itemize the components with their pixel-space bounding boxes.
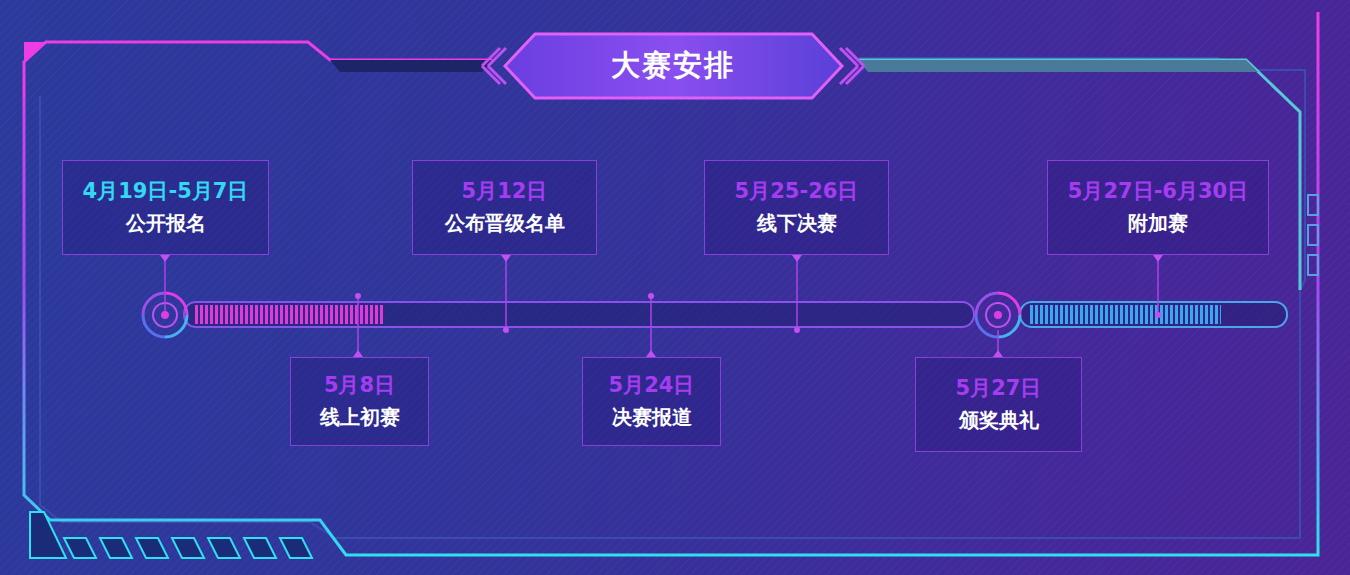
date-label: 5月25-26日 — [735, 178, 859, 205]
leader-lines — [160, 255, 1163, 357]
date-label: 5月12日 — [462, 178, 548, 205]
timeline-callout-box: 5月12日公布晋级名单 — [412, 160, 597, 255]
date-label: 5月8日 — [324, 372, 395, 399]
timeline-callout-box: 4月19日-5月7日公开报名 — [62, 160, 269, 255]
event-label: 线上初赛 — [320, 403, 400, 431]
frame-corner — [24, 42, 46, 62]
frame-top-left — [24, 42, 492, 98]
frame-stripes — [30, 512, 312, 558]
progress-stripes — [193, 305, 383, 324]
timeline-callout-box: 5月8日线上初赛 — [290, 357, 429, 446]
event-label: 附加赛 — [1128, 209, 1188, 237]
frame-outline — [24, 12, 1318, 555]
diagram-title: 大赛安排 — [505, 36, 840, 96]
progress-stripes — [1028, 305, 1221, 324]
timeline-bar — [1020, 302, 1287, 327]
date-label: 4月19日-5月7日 — [83, 178, 249, 205]
title-banner — [482, 34, 864, 98]
event-label: 决赛报道 — [612, 403, 692, 431]
date-label: 5月24日 — [609, 372, 695, 399]
event-label: 公开报名 — [126, 209, 206, 237]
frame-top-right — [858, 60, 1300, 290]
timeline-callout-box: 5月27日-6月30日附加赛 — [1047, 160, 1269, 255]
frame-notch — [1308, 255, 1318, 275]
inner-frame — [40, 58, 1305, 538]
frame-tab — [858, 60, 1258, 72]
timeline-bar — [184, 302, 974, 327]
timeline-callout-box: 5月27日颁奖典礼 — [915, 357, 1082, 452]
event-label: 线下决赛 — [757, 209, 837, 237]
frame-tab — [330, 60, 492, 72]
timeline-callout-box: 5月25-26日线下决赛 — [704, 160, 889, 255]
frame-notch — [1308, 195, 1318, 215]
timeline-callout-box: 5月24日决赛报道 — [582, 357, 721, 446]
date-label: 5月27日 — [956, 375, 1042, 402]
event-label: 公布晋级名单 — [445, 209, 565, 237]
frame-notch — [1308, 225, 1318, 245]
date-label: 5月27日-6月30日 — [1068, 178, 1248, 205]
event-label: 颁奖典礼 — [959, 406, 1039, 434]
